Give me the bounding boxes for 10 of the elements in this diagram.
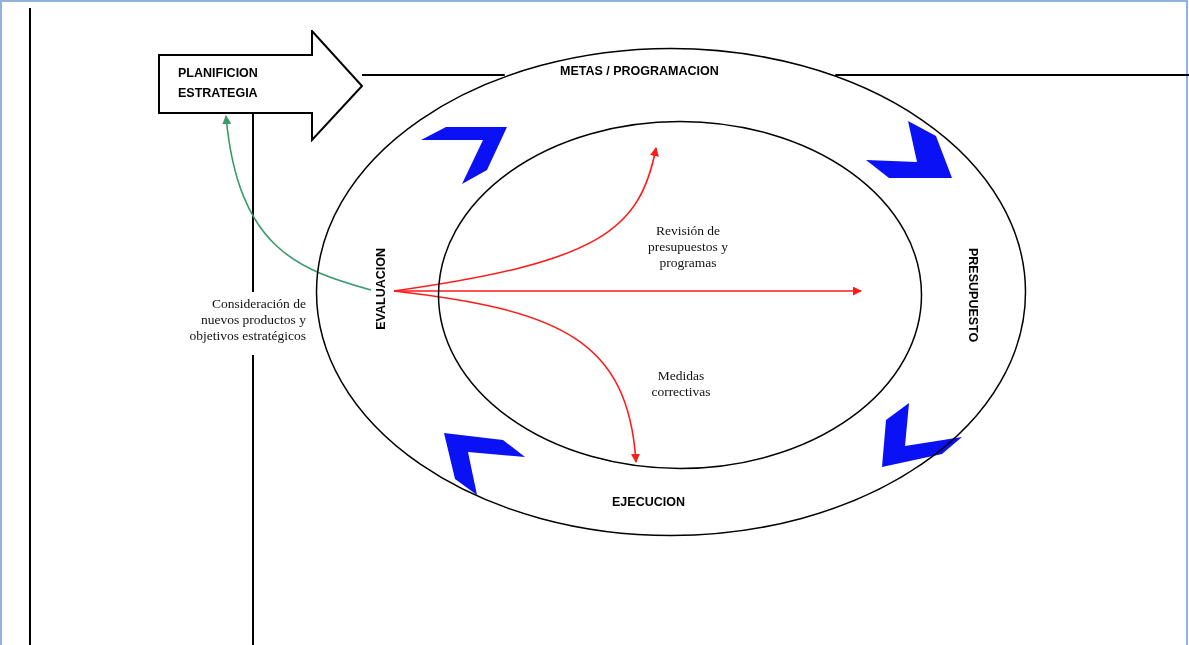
edge-label: Consideración de nuevos productos y objetivos estratégicos <box>188 296 306 344</box>
arrow <box>393 290 640 463</box>
arrow-label: PLANIFICION ESTRATEGIA <box>178 65 259 102</box>
ring-label: EJECUCION <box>612 495 685 509</box>
ring-label: PRESUPUESTO <box>966 248 980 343</box>
ring-label: EVALUACION <box>374 248 388 330</box>
edge-label: Revisión de presupuestos y programas <box>647 223 729 271</box>
edge-label: Medidas correctivas <box>650 368 712 400</box>
ring-label: METAS / PROGRAMACION <box>560 64 719 78</box>
arrow <box>222 115 372 291</box>
